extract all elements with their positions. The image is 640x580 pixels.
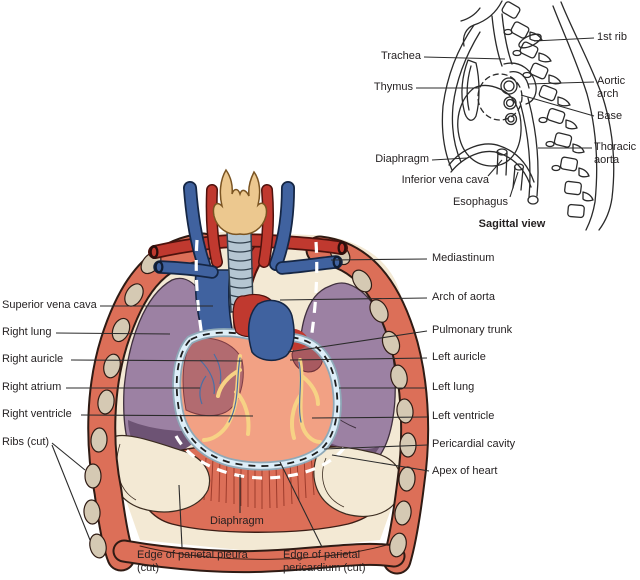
label-base-sag: Base — [597, 110, 623, 122]
vertebral-column — [501, 1, 594, 219]
pulmonary-trunk-shape — [247, 299, 295, 362]
label-first-rib-sag: 1st rib — [597, 31, 627, 43]
pericardial-reflection-dashes — [174, 435, 346, 480]
label-edge-parietal-pleura: Edge of parietal pleura (cut) — [137, 549, 248, 574]
sagittal-illustration — [441, 0, 615, 231]
esophagus-stub — [512, 166, 524, 191]
label-left-lung: Left lung — [432, 381, 475, 393]
heart-outline — [457, 84, 522, 167]
sagittal-view-caption: Sagittal view — [478, 218, 546, 230]
ivc-stub — [496, 151, 508, 176]
thymus-outline — [461, 59, 480, 121]
label-mediastinum: Mediastinum — [432, 252, 495, 264]
label-esophagus-sag: Esophagus — [452, 196, 508, 208]
anterior-view — [83, 168, 430, 575]
label-left-ventricle: Left ventricle — [432, 410, 495, 422]
thoracic-aorta-outline — [519, 97, 539, 198]
label-apex-of-heart: Apex of heart — [432, 465, 498, 477]
label-right-atrium: Right atrium — [2, 381, 62, 393]
base-dashed-circle — [477, 73, 523, 121]
label-trachea-sag: Trachea — [381, 50, 421, 62]
chin-neck-outline — [462, 0, 503, 47]
sternum-line — [451, 31, 481, 163]
back-outline — [560, 1, 615, 231]
label-arch-of-aorta: Arch of aorta — [432, 291, 495, 303]
label-diaphragm-main: Diaphragm — [210, 515, 264, 527]
trachea-outline — [491, 13, 513, 67]
label-thymus-sag: Thymus — [373, 81, 413, 93]
label-edge-parietal-pericardium: Edge of parietal pericardium (cut) — [283, 549, 366, 574]
diaphragm-outline — [448, 143, 535, 188]
thyroid-shape — [212, 168, 268, 236]
label-inferior-vena-cava-sag: Inferior vena cava — [401, 174, 489, 186]
chest-front-outline — [441, 24, 475, 171]
label-superior-vena-cava: Superior vena cava — [2, 299, 97, 311]
label-right-lung: Right lung — [2, 326, 52, 338]
label-right-auricle: Right auricle — [2, 353, 64, 365]
leader-lines — [51, 37, 595, 548]
label-ribs-cut: Ribs (cut) — [2, 436, 50, 448]
neck-vessels — [183, 181, 295, 272]
label-pericardial-cavity: Pericardial cavity — [432, 438, 516, 450]
mediastinum-border-dashes — [194, 239, 319, 341]
label-diaphragm-sag: Diaphragm — [375, 153, 429, 165]
label-thoracic-aorta-sag: Thoracic aorta — [594, 141, 637, 166]
label-pulmonary-trunk: Pulmonary trunk — [432, 324, 513, 336]
label-left-auricle: Left auricle — [432, 351, 486, 363]
right-atrium-shape — [182, 337, 244, 417]
subclavian-veins — [153, 255, 343, 279]
atrium-veins — [199, 353, 222, 405]
label-aortic-arch-sag: Aortic arch — [597, 75, 626, 100]
label-right-ventricle: Right ventricle — [2, 408, 72, 420]
